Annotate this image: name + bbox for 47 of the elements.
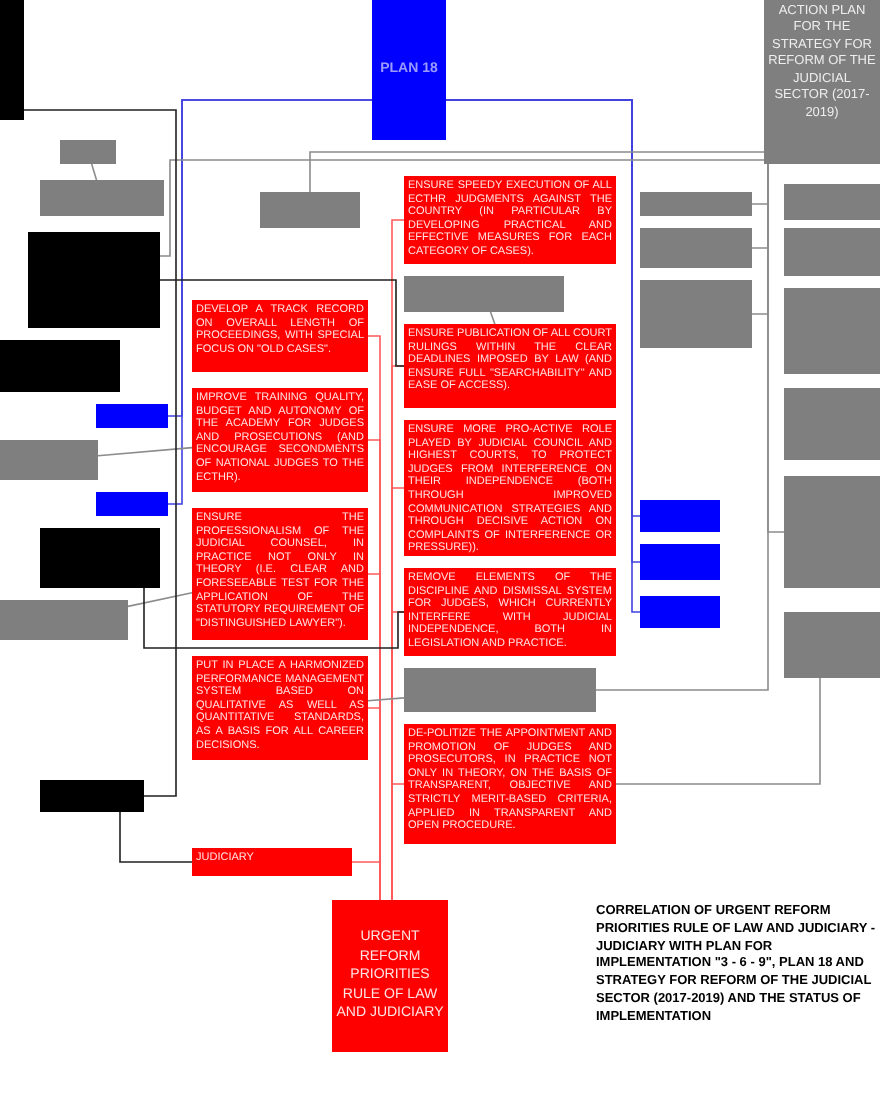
connector-line [159,159,765,257]
connector-line [119,811,193,863]
note-box [404,668,596,712]
connector-line [489,311,496,325]
note-box [784,476,880,588]
note-box [60,140,116,164]
plan-box [372,0,446,140]
connector-line [367,697,405,702]
note-box [640,228,752,268]
connector-line [143,587,405,649]
note-box [0,0,24,120]
measure-box [640,500,720,532]
note-box [260,192,360,228]
measure-box [96,404,168,428]
note-box [404,276,564,312]
measure-box [640,544,720,580]
priority-box [192,300,368,372]
connector-line [391,783,405,901]
note-box [784,184,880,220]
note-box [40,528,160,588]
note-box [640,280,752,348]
connector-line [97,446,193,457]
connector-line [23,109,177,797]
connector-line [90,163,98,181]
connector-line [159,279,405,367]
priority-box [192,848,352,876]
plan-box [764,0,880,164]
priority-box [404,324,616,408]
note-box [640,192,752,216]
note-box [0,600,128,640]
note-box [0,340,120,392]
note-box [28,232,160,328]
note-box [784,612,880,678]
note-box [784,388,880,460]
note-box [40,180,164,216]
connector-line [351,861,381,901]
connector-line [167,99,373,505]
note-box [784,228,880,276]
measure-box [96,492,168,516]
note-box [784,288,880,374]
measure-box [640,596,720,628]
connector-line [615,677,821,785]
connector-line [309,151,765,193]
connector-line [127,591,193,608]
central-box [332,900,448,1052]
note-box [40,780,144,812]
note-box [0,440,98,480]
